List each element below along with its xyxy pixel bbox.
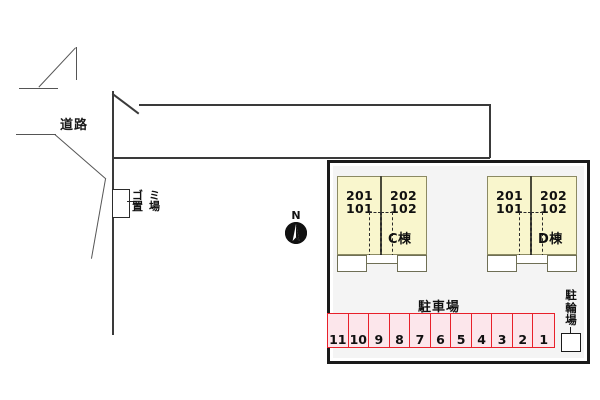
bicycle-parking-label: 駐輪場: [565, 288, 577, 327]
building-c-stair-left: [369, 212, 381, 257]
boundary-line-upper-vertical: [76, 47, 78, 80]
garbage-area-box: [112, 189, 130, 218]
building-c-entry-recess: [366, 255, 398, 264]
road-edge-bottom-horizontal: [113, 157, 490, 159]
road-edge-right-vertical: [489, 104, 491, 158]
building-d-entry-recess: [516, 255, 548, 264]
parking-stall-number: 7: [415, 332, 425, 347]
parking-stall[interactable]: 4: [471, 314, 493, 347]
parking-stall[interactable]: 1: [533, 314, 554, 347]
building-d-unit-right: 202 102: [535, 189, 572, 215]
building-c-stair-right-top: [381, 212, 393, 213]
building-c-unit-left: 201 101: [341, 189, 378, 215]
parking-stall[interactable]: 2: [512, 314, 534, 347]
garbage-label-char-2: ミ: [149, 189, 160, 202]
building-d-unit-left-lower: 101: [496, 201, 523, 216]
building-d-stair-left-top: [519, 212, 531, 213]
parking-stall-row: 11 10 9 8 7 6 5 4 3 2 1: [327, 313, 555, 348]
building-d-unit-right-lower: 102: [540, 201, 567, 216]
garbage-label-char-3: 置: [132, 200, 143, 213]
road-edge-top-horizontal: [139, 104, 491, 106]
building-c-unit-right: 202 102: [385, 189, 422, 215]
building-c-stair-right: [381, 212, 393, 257]
building-c-unit-right-upper: 202: [390, 188, 417, 203]
building-c-porch-right: [397, 255, 427, 272]
parking-stall[interactable]: 3: [492, 314, 513, 347]
building-d-unit-left: 201 101: [491, 189, 528, 215]
parking-stall-number: 11: [329, 332, 347, 347]
building-d-porch-right: [547, 255, 577, 272]
building-c-stair-left-top: [369, 212, 381, 213]
bicycle-parking-tick: [570, 327, 572, 334]
parking-lot-label: 駐車場: [418, 300, 461, 315]
building-d-unit-right-upper: 202: [540, 188, 567, 203]
building-d-name: D棟: [538, 232, 563, 247]
compass-icon: [285, 222, 307, 244]
parking-stall[interactable]: 8: [389, 314, 411, 347]
parking-stall[interactable]: 10: [348, 314, 370, 347]
garbage-area-connector: [127, 201, 136, 203]
parking-stall[interactable]: 7: [410, 314, 431, 347]
parking-stall-number: 2: [518, 332, 528, 347]
boundary-line-upper-diagonal: [38, 47, 76, 88]
boundary-line-lower-diagonal-b: [90, 178, 106, 259]
building-d-unit-left-upper: 201: [496, 188, 523, 203]
garbage-label-char-4: 場: [149, 200, 160, 213]
garbage-label-char-1: ゴ: [132, 189, 143, 202]
building-d-porch-left: [487, 255, 517, 272]
building-c-unit-left-upper: 201: [346, 188, 373, 203]
building-c-name: C棟: [388, 232, 412, 247]
parking-stall-number: 3: [497, 332, 507, 347]
parking-stall-number: 1: [539, 332, 549, 347]
building-d-body: [487, 176, 577, 255]
building-c-body: [337, 176, 427, 255]
parking-stall-number: 4: [477, 332, 486, 347]
parking-stall-number: 10: [349, 332, 368, 347]
parking-stall[interactable]: 6: [430, 314, 452, 347]
building-c-porch-left: [337, 255, 367, 272]
parking-stall[interactable]: 5: [451, 314, 472, 347]
road-edge-corner-diagonal: [112, 93, 140, 115]
parking-stall[interactable]: 11: [328, 314, 349, 347]
boundary-line-lower-diagonal-a: [54, 134, 107, 180]
boundary-line-lower-horizontal: [16, 134, 56, 136]
bicycle-parking-box: [561, 333, 581, 352]
building-d-stair-right: [531, 212, 543, 257]
road-label: 道路: [60, 118, 89, 133]
building-c-unit-left-lower: 101: [346, 201, 373, 216]
garbage-area-label: ゴ ミ 置 場: [129, 190, 163, 212]
compass-north-label: N: [291, 209, 301, 222]
building-d-stair-right-top: [531, 212, 543, 213]
boundary-line-upper-horizontal: [19, 88, 58, 90]
parking-stall-number: 6: [436, 332, 445, 347]
building-d-stair-left: [519, 212, 531, 257]
building-c-unit-right-lower: 102: [390, 201, 417, 216]
parking-stall[interactable]: 9: [369, 314, 390, 347]
parking-stall-number: 9: [374, 332, 384, 347]
parking-stall-number: 8: [395, 332, 404, 347]
parking-stall-number: 5: [456, 332, 466, 347]
